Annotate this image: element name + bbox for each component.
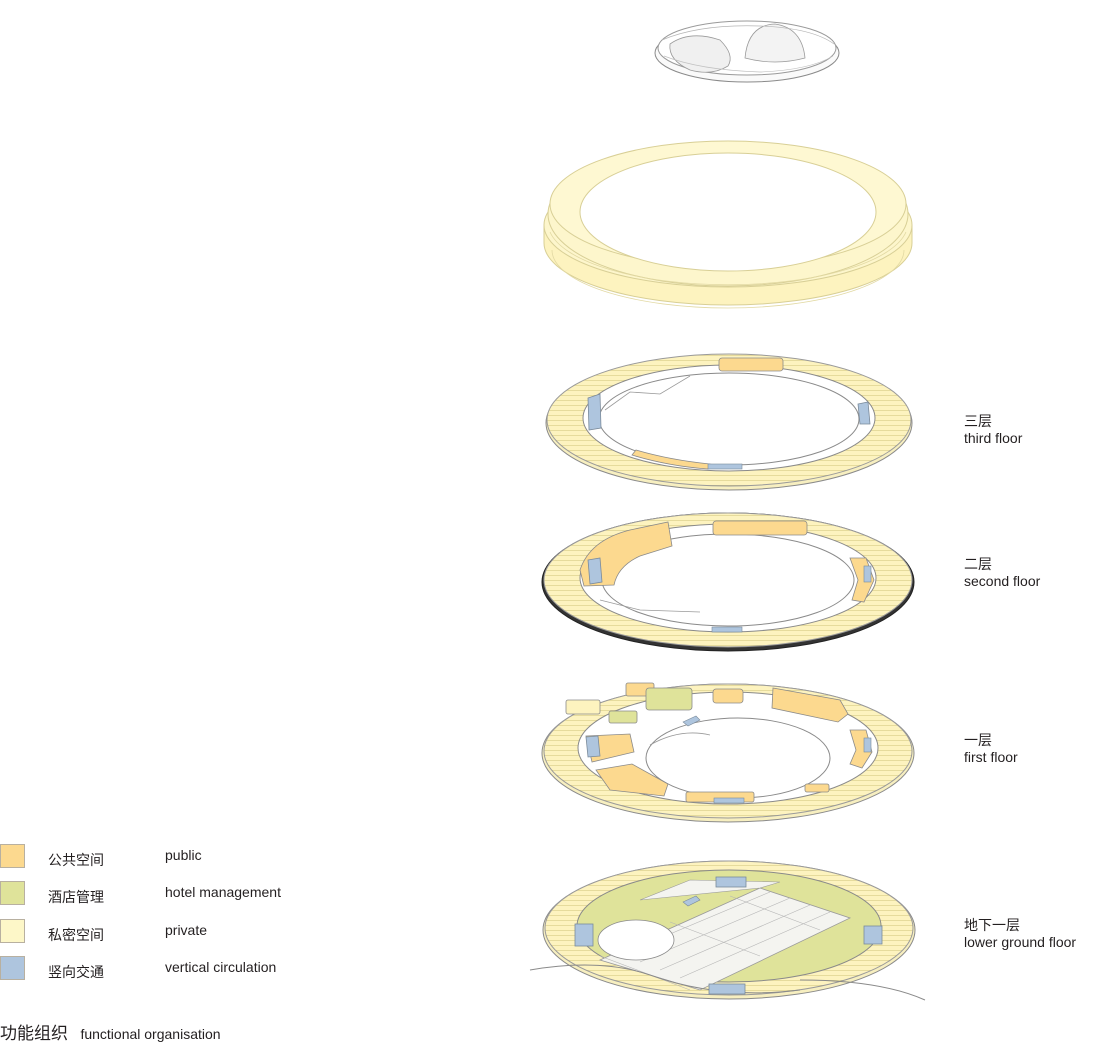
level-label-second-floor: 二层 second floor bbox=[964, 556, 1040, 590]
caption-cn: 功能组织 bbox=[0, 1024, 68, 1043]
third-floor-plan bbox=[545, 353, 913, 491]
diagram-caption: 功能组织 functional organisation bbox=[0, 1019, 221, 1044]
public-block bbox=[595, 763, 669, 797]
level-label-cn: 二层 bbox=[964, 556, 992, 572]
level-label-en: third floor bbox=[964, 430, 1023, 446]
public-block bbox=[579, 521, 673, 587]
level-label-en: first floor bbox=[964, 749, 1018, 765]
legend-item-vertical-circulation: 竖向交通 vertical circulation bbox=[0, 956, 420, 982]
public-block bbox=[804, 783, 830, 793]
level-label-lower-ground-floor: 地下一层 lower ground floor bbox=[964, 917, 1076, 951]
lower-ground-floor-plan bbox=[529, 860, 926, 1001]
legend-label-cn: 公共空间 bbox=[48, 852, 104, 868]
legend-swatch-vertical-circulation bbox=[0, 956, 25, 980]
vertical-core bbox=[863, 565, 872, 583]
first-floor-plan bbox=[541, 682, 915, 823]
level-label-first-floor: 一层 first floor bbox=[964, 732, 1018, 766]
public-block bbox=[771, 687, 849, 723]
vertical-core bbox=[708, 983, 746, 995]
legend-item-hotel-management: 酒店管理 hotel management bbox=[0, 881, 420, 907]
level-label-cn: 地下一层 bbox=[964, 917, 1020, 933]
legend-item-private: 私密空间 private bbox=[0, 919, 420, 945]
public-block bbox=[712, 688, 744, 704]
vertical-core bbox=[707, 463, 743, 470]
vertical-core bbox=[863, 925, 883, 945]
legend-label-cn: 私密空间 bbox=[48, 927, 104, 943]
vertical-core bbox=[863, 737, 872, 753]
vertical-core bbox=[585, 735, 601, 758]
legend-label-cn: 竖向交通 bbox=[48, 964, 104, 980]
hotel-block bbox=[608, 710, 638, 724]
second-floor-plan bbox=[541, 512, 915, 652]
legend-swatch-public bbox=[0, 844, 25, 868]
legend-label-en: public bbox=[165, 847, 202, 863]
level-label-cn: 三层 bbox=[964, 413, 992, 429]
vertical-core bbox=[574, 923, 594, 947]
vertical-core bbox=[711, 626, 743, 633]
legend-item-public: 公共空间 public bbox=[0, 844, 420, 870]
legend-swatch-hotel-management bbox=[0, 881, 25, 905]
level-label-cn: 一层 bbox=[964, 732, 992, 748]
vertical-core bbox=[713, 797, 745, 804]
vertical-core bbox=[682, 895, 701, 907]
vertical-core bbox=[857, 401, 871, 425]
hotel-block bbox=[645, 687, 693, 711]
vertical-core bbox=[715, 876, 747, 888]
vertical-core bbox=[587, 557, 603, 585]
legend-label-cn: 酒店管理 bbox=[48, 889, 104, 905]
level-label-en: lower ground floor bbox=[964, 934, 1077, 950]
legend-swatch-private bbox=[0, 919, 25, 943]
level-label-en: second floor bbox=[964, 573, 1041, 589]
vertical-core bbox=[587, 393, 602, 431]
legend-label-en: vertical circulation bbox=[165, 959, 277, 975]
legend-label-en: private bbox=[165, 922, 208, 938]
level-label-third-floor: 三层 third floor bbox=[964, 413, 1022, 447]
legend-label-en: hotel management bbox=[165, 884, 281, 900]
public-block bbox=[565, 699, 601, 715]
vertical-core bbox=[682, 715, 701, 727]
private-ring-layer bbox=[543, 140, 913, 309]
roof-layer bbox=[654, 20, 840, 83]
public-block bbox=[712, 520, 808, 536]
caption-en: functional organisation bbox=[80, 1026, 221, 1042]
public-block bbox=[718, 357, 784, 372]
